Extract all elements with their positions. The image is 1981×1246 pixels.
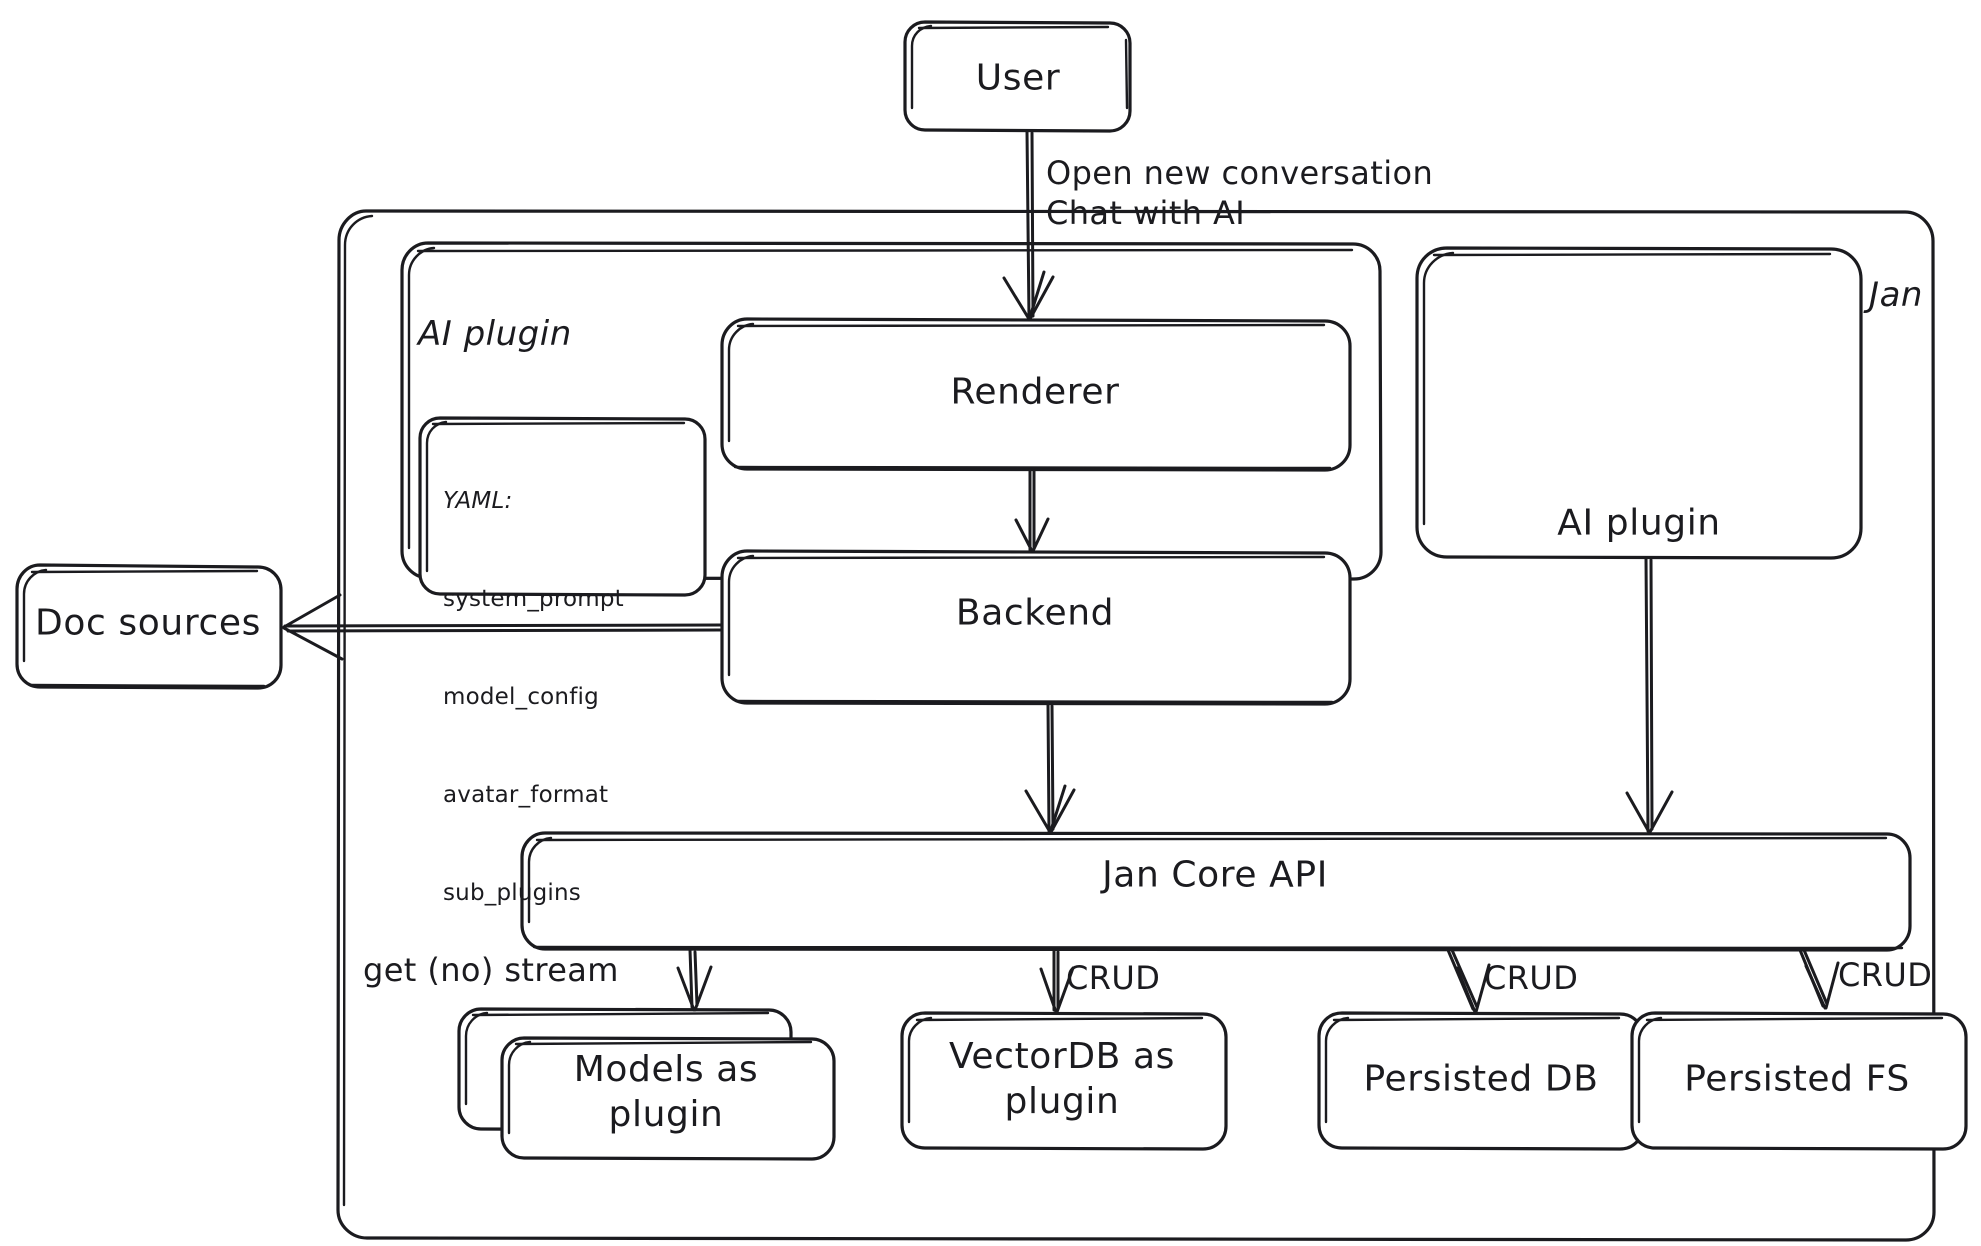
node-user-outline[interactable]	[903, 20, 1132, 133]
note-yaml-header: YAML:	[443, 488, 513, 515]
node-persisted-db-label: Persisted DB	[1363, 1058, 1599, 1100]
note-yaml-key-2: avatar_format	[443, 782, 609, 809]
edge-label-api-to-vectordb: CRUD	[1066, 959, 1161, 997]
edge-label-api-to-persisted-fs: CRUD	[1838, 956, 1933, 994]
edge-label-user-to-renderer: Open new conversation Chat with AI	[1046, 154, 1434, 232]
note-yaml-text: YAML: system_prompt model_config avatar_…	[443, 420, 624, 975]
node-persisted-fs-label: Persisted FS	[1684, 1058, 1910, 1100]
edge-renderer-to-backend	[1014, 468, 1050, 553]
container-jan-label: Jan	[1869, 274, 1923, 315]
node-jan-core-api-outline[interactable]	[520, 831, 1912, 952]
node-models-as-plugin-label: Models as plugin	[573, 1049, 759, 1135]
edge-backend-to-doc-sources	[282, 593, 724, 661]
node-renderer-label: Renderer	[950, 371, 1120, 413]
edge-label-api-to-models: get (no) stream	[363, 951, 619, 989]
edge-user-to-renderer	[1002, 129, 1055, 321]
node-ai-plugin-right-label: AI plugin	[1557, 502, 1721, 544]
node-backend-label: Backend	[955, 592, 1115, 634]
node-persisted-db-outline[interactable]	[1317, 1011, 1645, 1151]
node-doc-sources-outline[interactable]	[15, 563, 283, 690]
note-yaml-outline	[418, 416, 707, 597]
note-yaml-key-1: model_config	[443, 684, 599, 711]
node-doc-sources-label: Doc sources	[35, 602, 261, 644]
edge-api-to-models	[676, 948, 713, 1012]
note-yaml-key-0: system_prompt	[443, 586, 624, 613]
edge-backend-to-jan-core-api	[1024, 702, 1076, 834]
container-ai-plugin-group-label: AI plugin	[418, 314, 572, 354]
node-vectordb-as-plugin-outline[interactable]	[900, 1011, 1228, 1151]
node-vectordb-as-plugin-label: VectorDB as plugin	[949, 1036, 1175, 1122]
edge-ai-plugin-to-jan-core-api	[1625, 556, 1674, 834]
node-ai-plugin-right-outline[interactable]	[1415, 246, 1863, 560]
node-models-as-plugin-outline[interactable]	[457, 1007, 836, 1161]
node-backend-outline[interactable]	[720, 549, 1352, 706]
edge-api-to-vectordb	[1039, 948, 1075, 1014]
note-yaml-key-3: sub_plugins	[443, 880, 581, 907]
edge-api-to-persisted-db	[1446, 948, 1491, 1014]
node-persisted-fs-outline[interactable]	[1630, 1011, 1968, 1151]
node-user-label: User	[975, 57, 1061, 99]
edge-api-to-persisted-fs	[1798, 948, 1840, 1010]
node-renderer-outline[interactable]	[720, 317, 1352, 472]
node-jan-core-api-label: Jan Core API	[1102, 854, 1328, 896]
edge-label-api-to-persisted-db: CRUD	[1484, 959, 1579, 997]
